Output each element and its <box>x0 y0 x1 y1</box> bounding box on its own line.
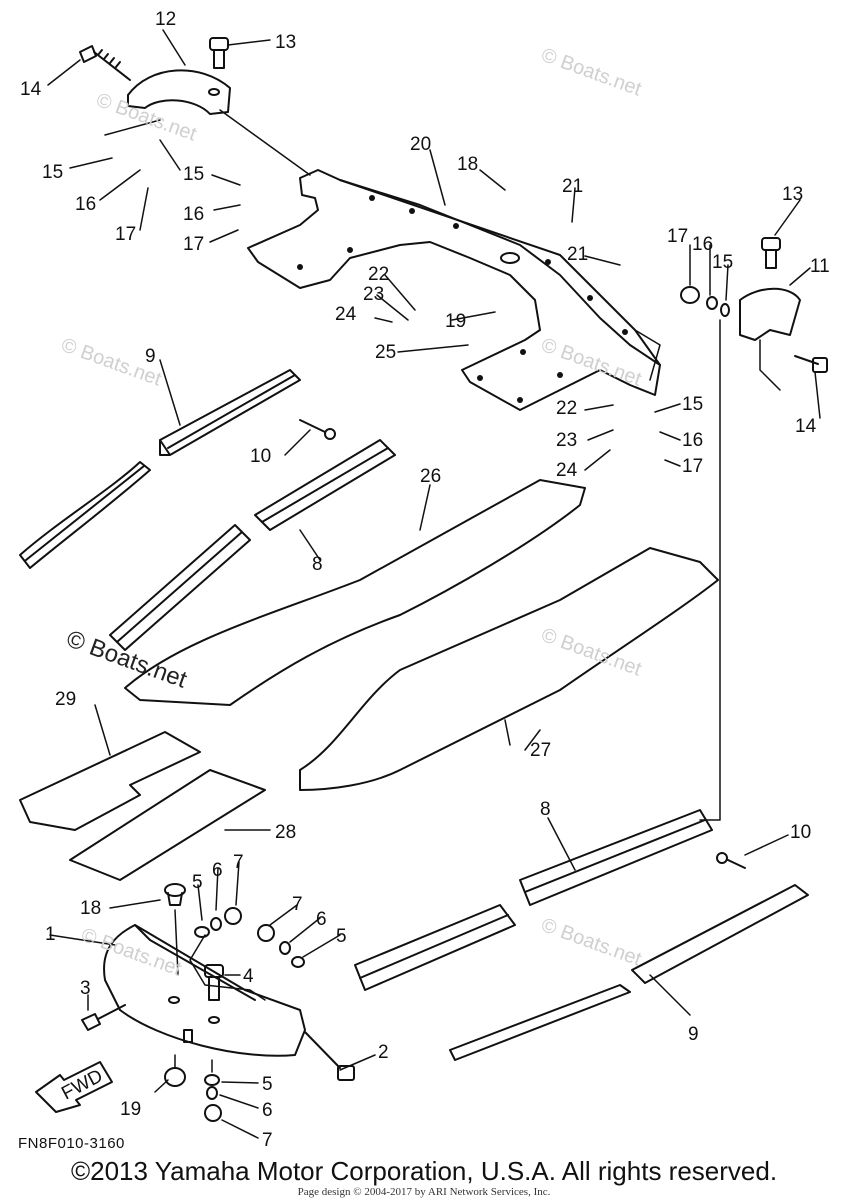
callout-label: 16 <box>75 194 96 215</box>
copyright-text: ©2013 Yamaha Motor Corporation, U.S.A. A… <box>70 1156 778 1186</box>
rail-8-lower-a <box>519 809 713 906</box>
pad-29 <box>19 731 201 831</box>
callout-label: 27 <box>530 740 551 761</box>
callout-label: 23 <box>556 430 577 451</box>
callout-label: 8 <box>540 799 551 820</box>
callout-label: 9 <box>145 346 156 367</box>
callout-label: 24 <box>335 304 357 325</box>
fwd-arrow <box>35 1061 113 1113</box>
callout-label: 2 <box>378 1042 389 1063</box>
callout-label: 10 <box>790 822 811 843</box>
callout-label: 10 <box>250 446 271 467</box>
callout-label: 5 <box>262 1074 273 1095</box>
bracket-1 <box>103 924 306 1057</box>
callout-label: 16 <box>183 204 204 225</box>
callout-label: 6 <box>212 860 223 881</box>
watermark-text: © Boats.net <box>63 625 191 693</box>
callout-label: 9 <box>688 1024 699 1045</box>
callout-label: 14 <box>795 416 817 437</box>
callout-label: 15 <box>712 252 733 273</box>
callout-label: 16 <box>692 234 713 255</box>
callout-label: 5 <box>336 926 347 947</box>
watermark-text: © Boats.net <box>538 624 644 681</box>
watermark-text: © Boats.net <box>78 924 184 981</box>
rail-8-upper-b <box>109 524 251 651</box>
callout-label: 11 <box>810 256 830 277</box>
callout-label: 22 <box>368 264 389 285</box>
callout-label: 17 <box>183 234 204 255</box>
pad-28 <box>69 769 266 881</box>
rail-9-upper-b <box>19 461 151 569</box>
rail-9-lower-b <box>449 984 631 1061</box>
callout-label: 17 <box>667 226 688 247</box>
bracket-12 <box>127 69 231 115</box>
callout-label: 4 <box>243 966 254 987</box>
bracket-11 <box>739 287 801 341</box>
callout-label: 6 <box>262 1100 273 1121</box>
callout-label: 15 <box>42 162 63 183</box>
watermark-text: © Boats.net <box>538 44 644 101</box>
callout-label: 15 <box>682 394 703 415</box>
callout-label: 25 <box>375 342 396 363</box>
watermark-text: © Boats.net <box>538 914 644 971</box>
callout-label: 17 <box>682 456 703 477</box>
callout-label: 3 <box>80 978 91 999</box>
callout-label: 6 <box>316 909 327 930</box>
diagram-code: FN8F010-3160 <box>18 1135 125 1152</box>
callout-label: 18 <box>457 154 478 175</box>
callout-label: 21 <box>567 244 588 265</box>
callout-label: 12 <box>155 9 176 30</box>
callout-label: 15 <box>183 164 204 185</box>
pad-26 <box>124 479 586 706</box>
callout-label: 24 <box>556 460 578 481</box>
rail-8-lower-b <box>354 904 516 991</box>
page-design-credit: Page design © 2004-2017 by ARI Network S… <box>297 1186 551 1198</box>
callout-label: 5 <box>192 872 203 893</box>
callout-label: 26 <box>420 466 441 487</box>
callout-label: 22 <box>556 398 577 419</box>
callout-label: 28 <box>275 822 296 843</box>
callout-label: 8 <box>312 554 323 575</box>
callout-label: 20 <box>410 134 431 155</box>
watermark-text: © Boats.net <box>93 89 199 146</box>
callout-label: 7 <box>292 894 303 915</box>
rail-9-upper-a <box>159 369 301 456</box>
callout-label: 29 <box>55 689 76 710</box>
callout-label: 7 <box>262 1130 273 1151</box>
callout-label: 1 <box>45 924 56 945</box>
callout-label: 13 <box>782 184 803 205</box>
callout-label: 14 <box>20 79 42 100</box>
callout-label: 19 <box>445 311 466 332</box>
rail-9-lower-a <box>631 884 809 984</box>
bracket-plate-20 <box>247 169 661 411</box>
callout-label: 16 <box>682 430 703 451</box>
callout-label: 23 <box>363 284 384 305</box>
callout-label: 18 <box>80 898 101 919</box>
pad-27 <box>299 547 719 791</box>
callout-label: 13 <box>275 32 296 53</box>
rail-8-upper-a <box>254 439 396 531</box>
callout-label: 21 <box>562 176 583 197</box>
callout-label: 19 <box>120 1099 141 1120</box>
callout-label: 7 <box>233 852 244 873</box>
callout-label: 17 <box>115 224 136 245</box>
